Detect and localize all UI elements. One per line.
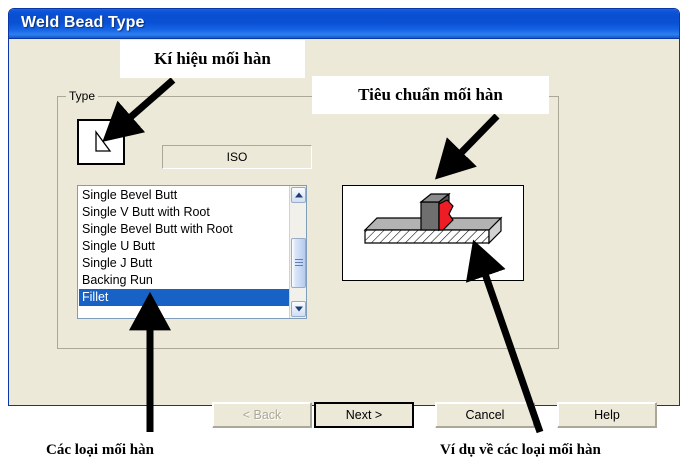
next-button[interactable]: Next > [314,402,414,428]
type-group-box: Type ISO Single Bevel Butt Single V Butt… [57,89,559,349]
grip-icon [295,259,303,267]
scroll-up-icon[interactable] [291,187,306,203]
weld-type-listbox[interactable]: Single Bevel Butt Single V Butt with Roo… [77,185,307,319]
listbox-scrollbar[interactable] [289,186,306,318]
annotation-list-label: Các loại mối hàn [46,440,154,460]
weld-bead-type-dialog: Weld Bead Type Type ISO Single Bevel But… [8,8,680,428]
scrollbar-thumb[interactable] [291,238,306,288]
list-item[interactable]: Single Bevel Butt [82,188,178,202]
weld-type-list-items: Single Bevel Butt Single V Butt with Roo… [79,187,291,312]
fillet-weld-symbol-icon [79,121,123,163]
list-item[interactable]: Single V Butt with Root [82,205,210,219]
annotation-example-label: Ví dụ về các loại mối hàn [440,440,601,460]
type-group-label: Type [66,89,99,103]
weld-preview-panel [342,185,524,281]
chevron-down-icon [294,306,303,312]
cancel-button[interactable]: Cancel [435,402,535,428]
annotation-symbol-label: Kí hiệu mối hàn [120,40,305,78]
list-item-selected[interactable]: Fillet [79,289,291,306]
list-item[interactable]: Single U Butt [82,239,155,253]
list-item[interactable]: Single Bevel Butt with Root [82,222,233,236]
list-item[interactable]: Backing Run [82,273,153,287]
window-title: Weld Bead Type [21,14,145,31]
list-item-partial[interactable] [79,306,291,312]
help-button[interactable]: Help [557,402,657,428]
list-item[interactable]: Single J Butt [82,256,153,270]
fillet-weld-symbol-button[interactable] [77,119,125,165]
scroll-down-icon[interactable] [291,301,306,317]
weld-standard-field[interactable]: ISO [162,145,312,169]
fillet-weld-illustration-icon [343,186,523,280]
title-bar[interactable]: Weld Bead Type [9,9,679,39]
chevron-up-icon [294,192,303,198]
back-button[interactable]: < Back [212,402,312,428]
annotation-standard-label: Tiêu chuẩn mối hàn [312,76,549,114]
